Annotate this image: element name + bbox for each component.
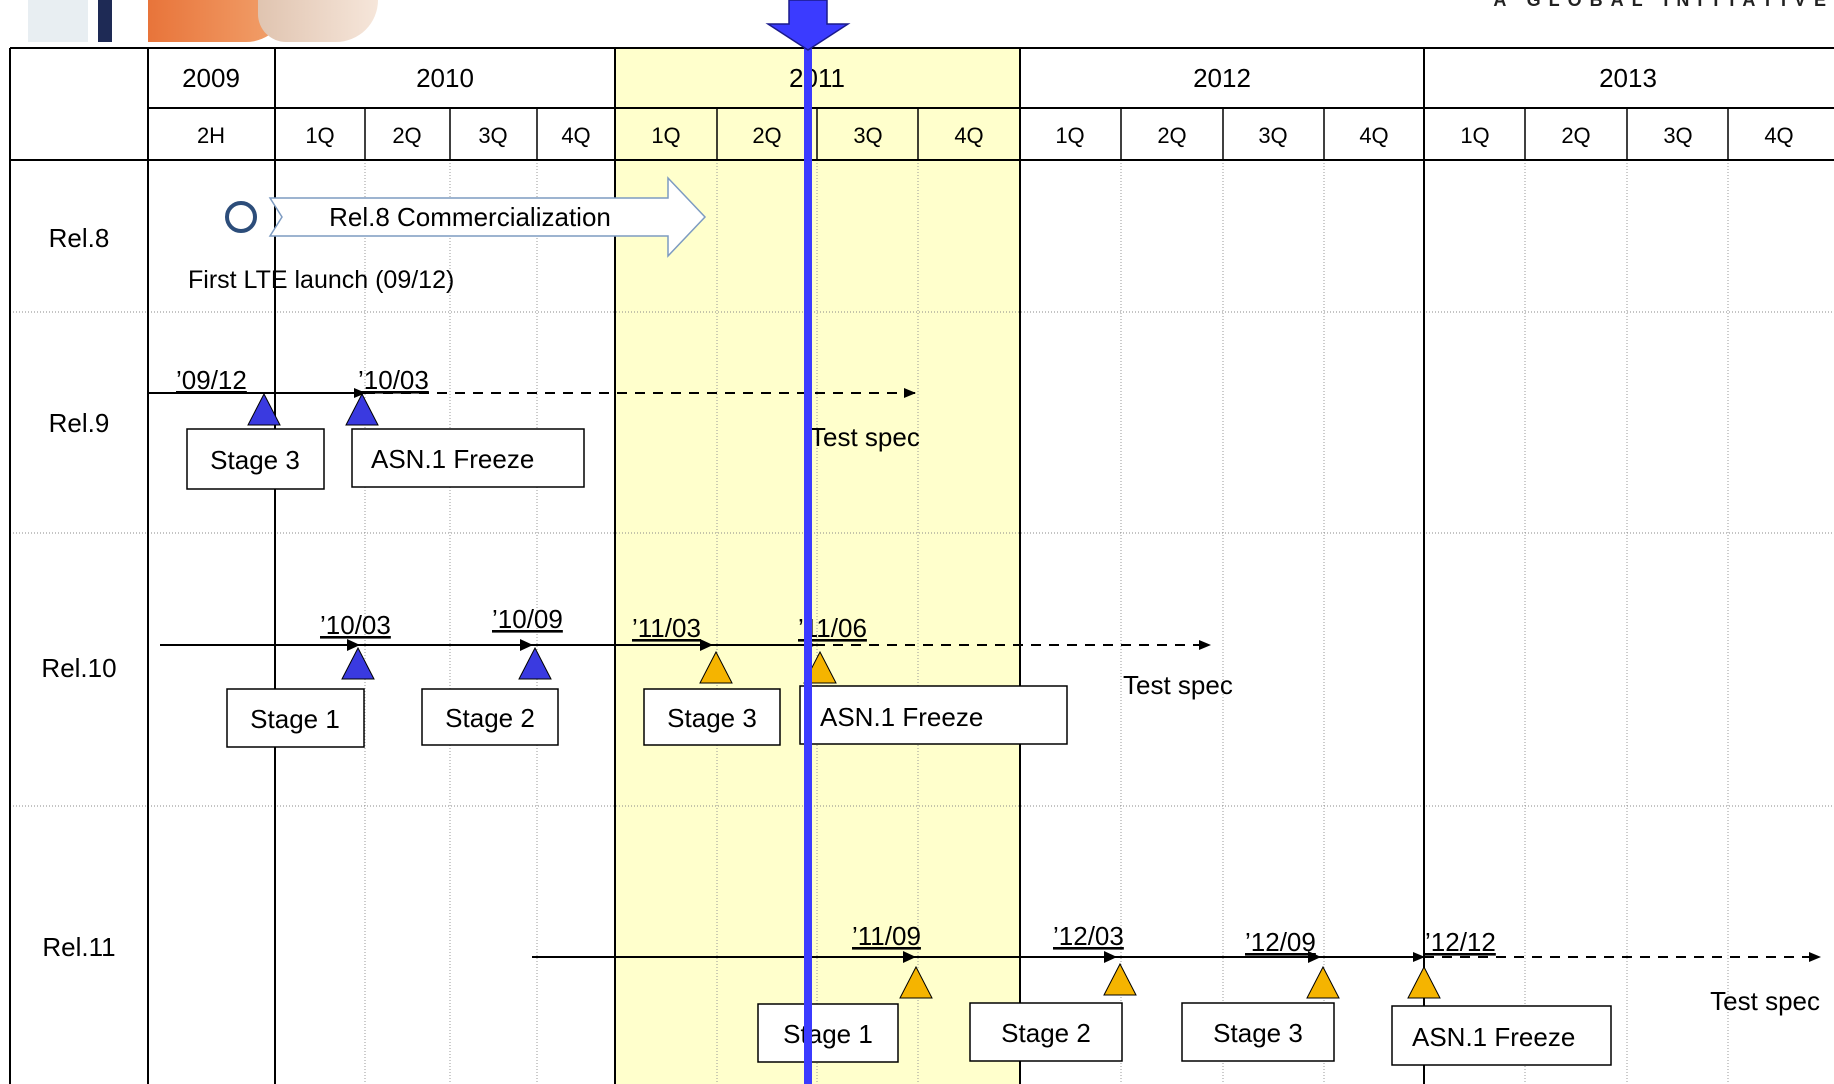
header-photo bbox=[28, 0, 388, 42]
launch-circle-icon bbox=[225, 201, 257, 233]
rel10-date-1103: ’11/03 bbox=[632, 613, 701, 643]
row-label-rel11: Rel.11 bbox=[42, 932, 115, 962]
rel11-date-1212: ’12/12 bbox=[1425, 927, 1496, 957]
rel10-asn1-box bbox=[799, 685, 1068, 745]
rel10-stage3-box bbox=[643, 688, 781, 746]
rel10-test-spec-label: Test spec bbox=[1123, 670, 1233, 700]
rel9-test-spec-label: Test spec bbox=[810, 422, 920, 452]
period-label: 4Q bbox=[1359, 123, 1388, 148]
rel9-date-0912: ’09/12 bbox=[176, 365, 247, 395]
rel11-date-1109: ’11/09 bbox=[852, 921, 921, 951]
period-label: 1Q bbox=[305, 123, 334, 148]
rel11-stage1-triangle-icon bbox=[899, 965, 933, 999]
rel10-stage3-triangle-icon bbox=[699, 650, 733, 684]
row-label-rel9: Rel.9 bbox=[49, 408, 110, 438]
period-label: 2Q bbox=[1157, 123, 1186, 148]
rel11-stage3-label: Stage 3 bbox=[1213, 1018, 1303, 1048]
header-tagline: A GLOBAL INITIATIVE bbox=[1493, 0, 1834, 10]
rel8-commercialization-label: Rel.8 Commercialization bbox=[329, 202, 611, 232]
rel9-asn1-box bbox=[351, 428, 585, 488]
period-label: 1Q bbox=[1055, 123, 1084, 148]
period-label: 3Q bbox=[853, 123, 882, 148]
rel11-arrowheads bbox=[903, 951, 1321, 963]
row-separators bbox=[10, 311, 1834, 807]
period-label: 2Q bbox=[392, 123, 421, 148]
period-label: 3Q bbox=[478, 123, 507, 148]
year-label-2013: 2013 bbox=[1599, 63, 1657, 93]
period-label: 1Q bbox=[1460, 123, 1489, 148]
period-labels: 2H 1Q 2Q 3Q 4Q 1Q 2Q 3Q 4Q 1Q 2Q 3Q 4Q 1… bbox=[197, 123, 1794, 148]
rel10-stage1-label: Stage 1 bbox=[250, 704, 340, 734]
rel11-asn1-label: ASN.1 Freeze bbox=[1412, 1022, 1575, 1052]
rel10-asn1-label: ASN.1 Freeze bbox=[820, 702, 983, 732]
rel10-stage1-triangle-icon bbox=[341, 646, 375, 680]
period-label: 4Q bbox=[954, 123, 983, 148]
rel11-date-1209: ’12/09 bbox=[1245, 927, 1316, 957]
year-label-2010: 2010 bbox=[416, 63, 474, 93]
rel10-date-1009: ’10/09 bbox=[492, 604, 563, 634]
commercialization-arrow bbox=[268, 176, 707, 258]
rel11-asn1-box bbox=[1391, 1005, 1612, 1066]
current-date-arrow-icon bbox=[765, 0, 851, 51]
rel11-stage2-triangle-icon bbox=[1103, 962, 1137, 996]
period-label: 2Q bbox=[752, 123, 781, 148]
rel10-arrowheads bbox=[347, 639, 713, 651]
rel11-stage1-label: Stage 1 bbox=[783, 1019, 873, 1049]
year-label-2011: 2011 bbox=[789, 63, 845, 93]
period-label: 2H bbox=[197, 123, 225, 148]
rel11-stage1-box bbox=[757, 1003, 899, 1063]
rel11-stage3-triangle-icon bbox=[1306, 965, 1340, 999]
rel11-stage2-box bbox=[969, 1002, 1123, 1062]
period-label: 3Q bbox=[1663, 123, 1692, 148]
rel9-date-1003: ’10/03 bbox=[358, 365, 429, 395]
rel11-asn1-triangle-icon bbox=[1407, 965, 1441, 999]
rel10-stage3-label: Stage 3 bbox=[667, 703, 757, 733]
quarter-gridlines bbox=[364, 160, 1729, 1084]
rel11-stage2-label: Stage 2 bbox=[1001, 1018, 1091, 1048]
rel9-asn1-triangle-icon bbox=[345, 392, 379, 426]
rel9-stage3-triangle-icon bbox=[247, 392, 281, 426]
rel9-stage3-label: Stage 3 bbox=[210, 445, 300, 475]
header-quarter-dividers bbox=[364, 108, 1729, 160]
year-label-2009: 2009 bbox=[182, 63, 240, 93]
rel9-stage3-box bbox=[186, 428, 325, 490]
period-label: 2Q bbox=[1561, 123, 1590, 148]
period-label: 3Q bbox=[1258, 123, 1287, 148]
period-label: 1Q bbox=[651, 123, 680, 148]
rel8-launch-label: First LTE launch (09/12) bbox=[188, 266, 454, 294]
rel10-stage2-label: Stage 2 bbox=[445, 703, 535, 733]
rel11-stage3-box bbox=[1181, 1002, 1335, 1062]
row-label-rel8: Rel.8 bbox=[49, 223, 110, 253]
rel10-stage2-box bbox=[421, 688, 559, 746]
rel9-asn1-label: ASN.1 Freeze bbox=[371, 444, 534, 474]
year-label-2012: 2012 bbox=[1193, 63, 1251, 93]
period-label: 4Q bbox=[561, 123, 590, 148]
rel10-date-1003: ’10/03 bbox=[320, 610, 391, 640]
rel10-stage1-box bbox=[226, 688, 365, 748]
rel11-test-spec-label: Test spec bbox=[1710, 986, 1820, 1016]
row-label-rel10: Rel.10 bbox=[41, 653, 116, 683]
rel11-date-1203: ’12/03 bbox=[1053, 921, 1124, 951]
header-grid bbox=[9, 47, 1834, 1084]
period-label: 4Q bbox=[1764, 123, 1793, 148]
rel10-stage2-triangle-icon bbox=[518, 646, 552, 680]
